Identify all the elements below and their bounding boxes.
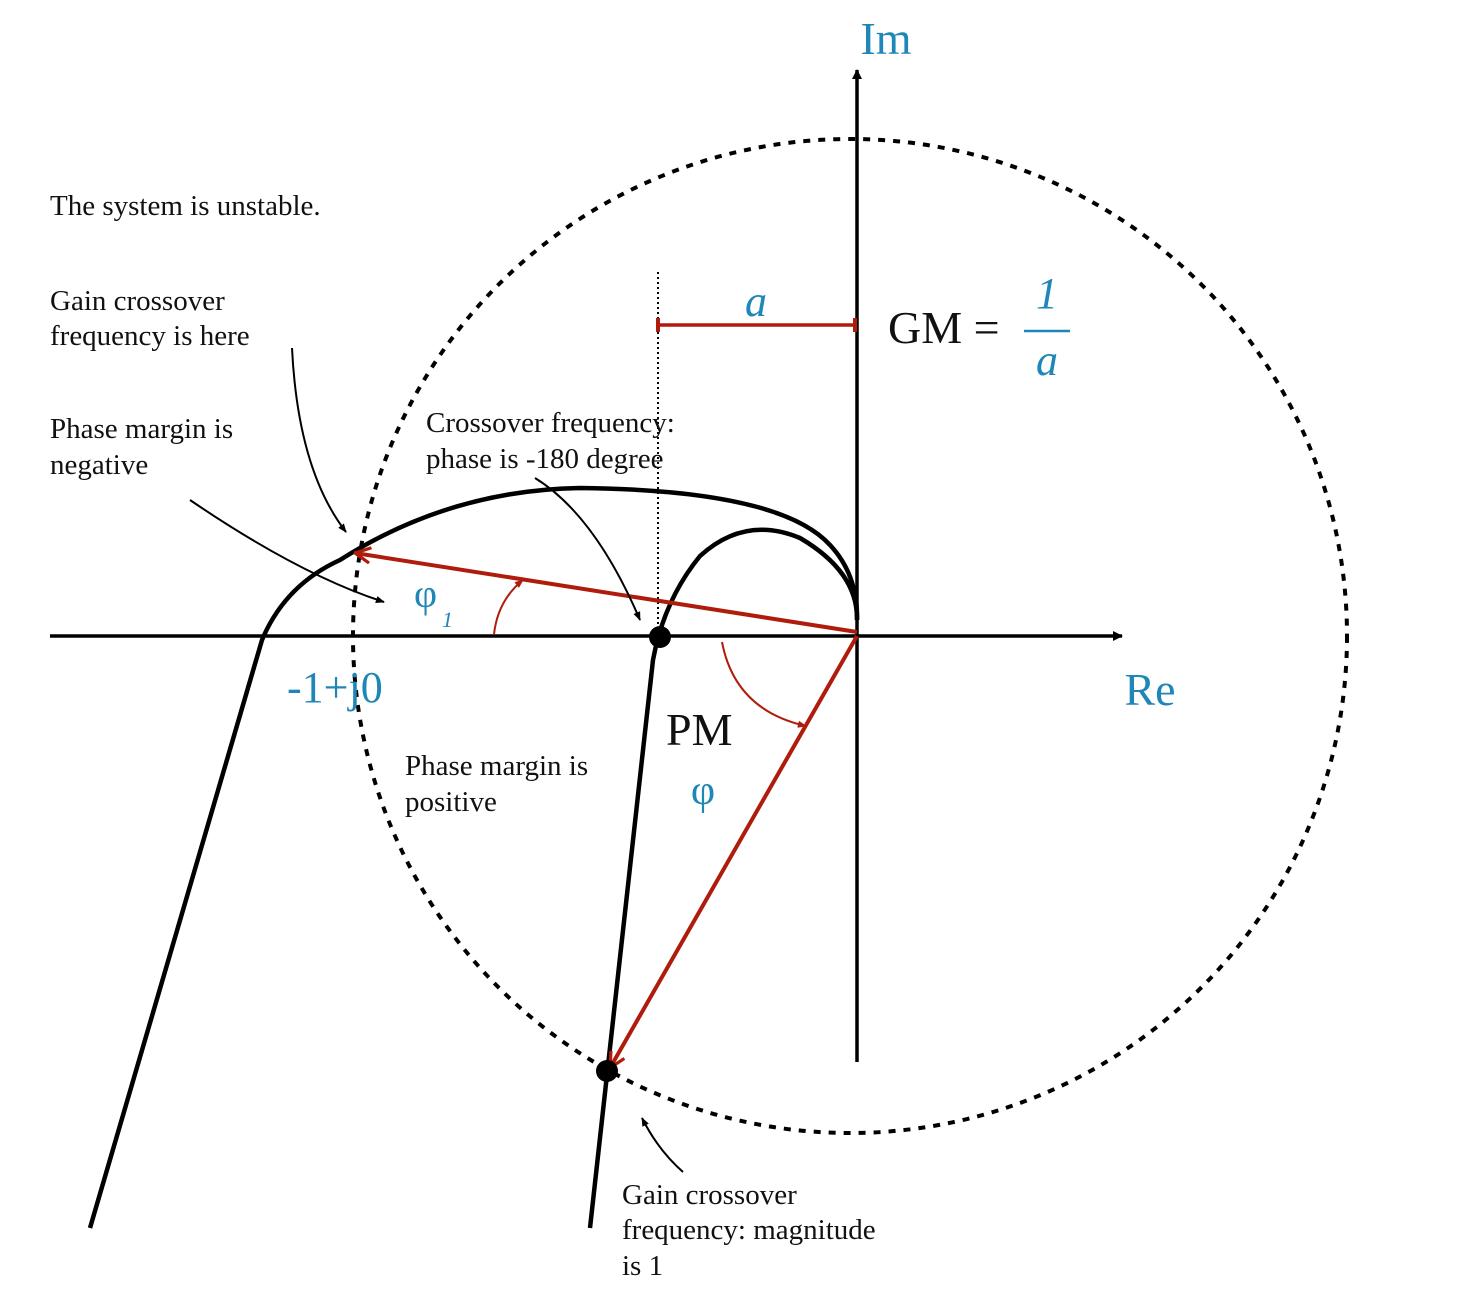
note-gain-crossover-magnitude: Gain crossover frequency: magnitude is 1 xyxy=(622,1179,883,1282)
gain-margin-a-label: a xyxy=(745,277,767,326)
phase-arc-negative xyxy=(493,579,524,635)
note-phase-margin-negative: Phase margin is negative xyxy=(50,413,240,481)
leader-gain-crossover-magnitude xyxy=(641,1117,684,1173)
note-crossover-phase: Crossover frequency: phase is -180 degre… xyxy=(426,407,682,475)
note-unstable: The system is unstable. xyxy=(50,190,321,222)
leader-crossover-phase xyxy=(534,477,641,621)
gain-margin-numerator: 1 xyxy=(1036,269,1058,318)
negative-phase-subscript: 1 xyxy=(442,607,453,632)
leader-phase-margin-negative xyxy=(189,499,385,603)
phase-vector-positive xyxy=(610,635,859,1068)
phase-arc-positive xyxy=(721,641,807,728)
phase-crossover-point xyxy=(649,626,671,648)
gain-margin-formula: GM = xyxy=(888,302,1000,353)
phase-vector-negative xyxy=(355,553,858,634)
note-gain-crossover-here: Gain crossover frequency is here xyxy=(50,285,250,352)
nyquist-curve-unstable xyxy=(87,485,860,1229)
note-phase-margin-positive: Phase margin is positive xyxy=(405,750,595,818)
real-axis-label: Re xyxy=(1124,664,1175,715)
imaginary-axis-label: Im xyxy=(860,13,911,64)
negative-phase-symbol: φ xyxy=(414,571,437,616)
leader-gain-crossover-here xyxy=(291,347,347,533)
phase-margin-label: PM xyxy=(666,704,732,755)
nyquist-curve-stable xyxy=(587,527,860,1229)
gain-margin-denominator: a xyxy=(1036,336,1058,385)
phase-margin-symbol: φ xyxy=(691,768,715,814)
critical-point-label: -1+j0 xyxy=(287,663,383,712)
gain-crossover-point xyxy=(596,1060,618,1082)
